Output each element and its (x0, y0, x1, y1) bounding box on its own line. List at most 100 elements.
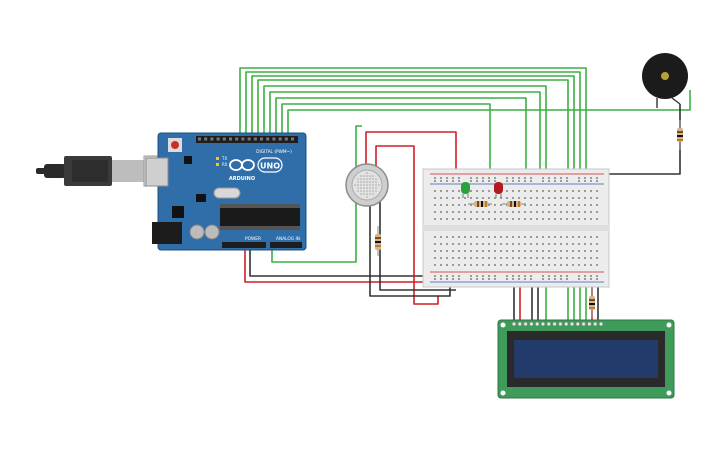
lcd-pin (593, 321, 598, 327)
mesh-dot (360, 178, 362, 180)
breadboard-hole (524, 275, 526, 277)
breadboard-center-channel (423, 225, 609, 231)
breadboard-hole (536, 243, 538, 245)
breadboard-hole (542, 236, 544, 238)
breadboard-hole (494, 236, 496, 238)
breadboard-hole (536, 218, 538, 220)
breadboard-hole (590, 180, 592, 182)
green-signal-wires (239, 67, 691, 322)
breadboard-hole (566, 218, 568, 220)
breadboard-hole (596, 264, 598, 266)
breadboard-hole (446, 211, 448, 213)
breadboard-hole (566, 190, 568, 192)
lcd-pin (523, 321, 528, 327)
breadboard-hole (572, 204, 574, 206)
breadboard-hole (518, 243, 520, 245)
breadboard-hole (440, 180, 442, 182)
breadboard-hole (560, 177, 562, 179)
led-red[interactable] (494, 182, 503, 198)
breadboard-hole (446, 177, 448, 179)
piezo-buzzer[interactable] (642, 53, 688, 108)
breadboard-hole (548, 243, 550, 245)
breadboard-hole (530, 278, 532, 280)
breadboard-hole (458, 177, 460, 179)
breadboard-hole (560, 190, 562, 192)
breadboard-hole (554, 264, 556, 266)
breadboard-hole (548, 250, 550, 252)
breadboard-hole (458, 218, 460, 220)
mesh-dot (372, 181, 374, 183)
breadboard-hole (464, 236, 466, 238)
resistor-led-green (468, 201, 492, 207)
breadboard-hole (500, 243, 502, 245)
breadboard-hole (440, 197, 442, 199)
breadboard-hole (512, 257, 514, 259)
breadboard-hole (584, 204, 586, 206)
mesh-dot (372, 178, 374, 180)
resistor-buzzer (677, 120, 683, 150)
mesh-dot (360, 187, 362, 189)
breadboard-hole (566, 180, 568, 182)
breadboard-hole (470, 190, 472, 192)
breadboard-hole (476, 197, 478, 199)
digital-pin (278, 137, 282, 141)
digital-pin (210, 137, 214, 141)
tx-label: TX (221, 156, 227, 161)
breadboard-hole (512, 278, 514, 280)
breadboard-hole (548, 275, 550, 277)
mesh-dot (363, 178, 365, 180)
gas-sensor[interactable] (345, 163, 389, 207)
breadboard-hole (482, 236, 484, 238)
breadboard-hole (482, 250, 484, 252)
breadboard-hole (530, 236, 532, 238)
breadboard-hole (560, 211, 562, 213)
breadboard-hole (482, 197, 484, 199)
breadboard-hole (596, 177, 598, 179)
breadboard-hole (584, 250, 586, 252)
chip-socket-top (220, 204, 300, 208)
lcd-pin (575, 321, 580, 327)
breadboard-hole (488, 236, 490, 238)
breadboard-hole (548, 197, 550, 199)
breadboard-hole (530, 204, 532, 206)
breadboard-hole (452, 236, 454, 238)
breadboard-hole (518, 275, 520, 277)
breadboard-hole (572, 264, 574, 266)
digital-label: DIGITAL (PWM~) (256, 149, 292, 155)
led-green[interactable] (461, 182, 470, 198)
breadboard-hole (584, 180, 586, 182)
breadboard-hole (560, 236, 562, 238)
breadboard-hole (548, 190, 550, 192)
breadboard-hole (476, 278, 478, 280)
lcd-pin (529, 321, 534, 327)
green-wire (287, 90, 691, 140)
breadboard-hole (584, 278, 586, 280)
digital-pin (198, 137, 201, 141)
breadboard-hole (560, 204, 562, 206)
sensor-mesh (354, 172, 380, 198)
breadboard-hole (476, 275, 478, 277)
green-wire (275, 97, 527, 196)
breadboard-hole (524, 211, 526, 213)
breadboard-hole (554, 197, 556, 199)
lcd-pin (552, 321, 557, 327)
breadboard-hole (506, 275, 508, 277)
breadboard-hole (596, 275, 598, 277)
arduino-uno-board[interactable]: UNO ARDUINO DIGITAL (PWM~) POWER ANALOG … (145, 132, 307, 251)
breadboard-hole (434, 257, 436, 259)
breadboard-hole (500, 218, 502, 220)
breadboard-hole (554, 190, 556, 192)
lcd-16x2[interactable] (497, 319, 675, 399)
mesh-dot (375, 190, 377, 192)
red-wire-sensor-2 (375, 145, 439, 305)
breadboard-hole (446, 180, 448, 182)
breadboard[interactable] (422, 168, 610, 288)
breadboard-hole (536, 190, 538, 192)
breadboard-hole (500, 257, 502, 259)
breadboard-hole (554, 211, 556, 213)
mesh-dot (369, 178, 371, 180)
breadboard-hole (554, 257, 556, 259)
digital-pin (247, 137, 251, 141)
breadboard-hole (578, 204, 580, 206)
